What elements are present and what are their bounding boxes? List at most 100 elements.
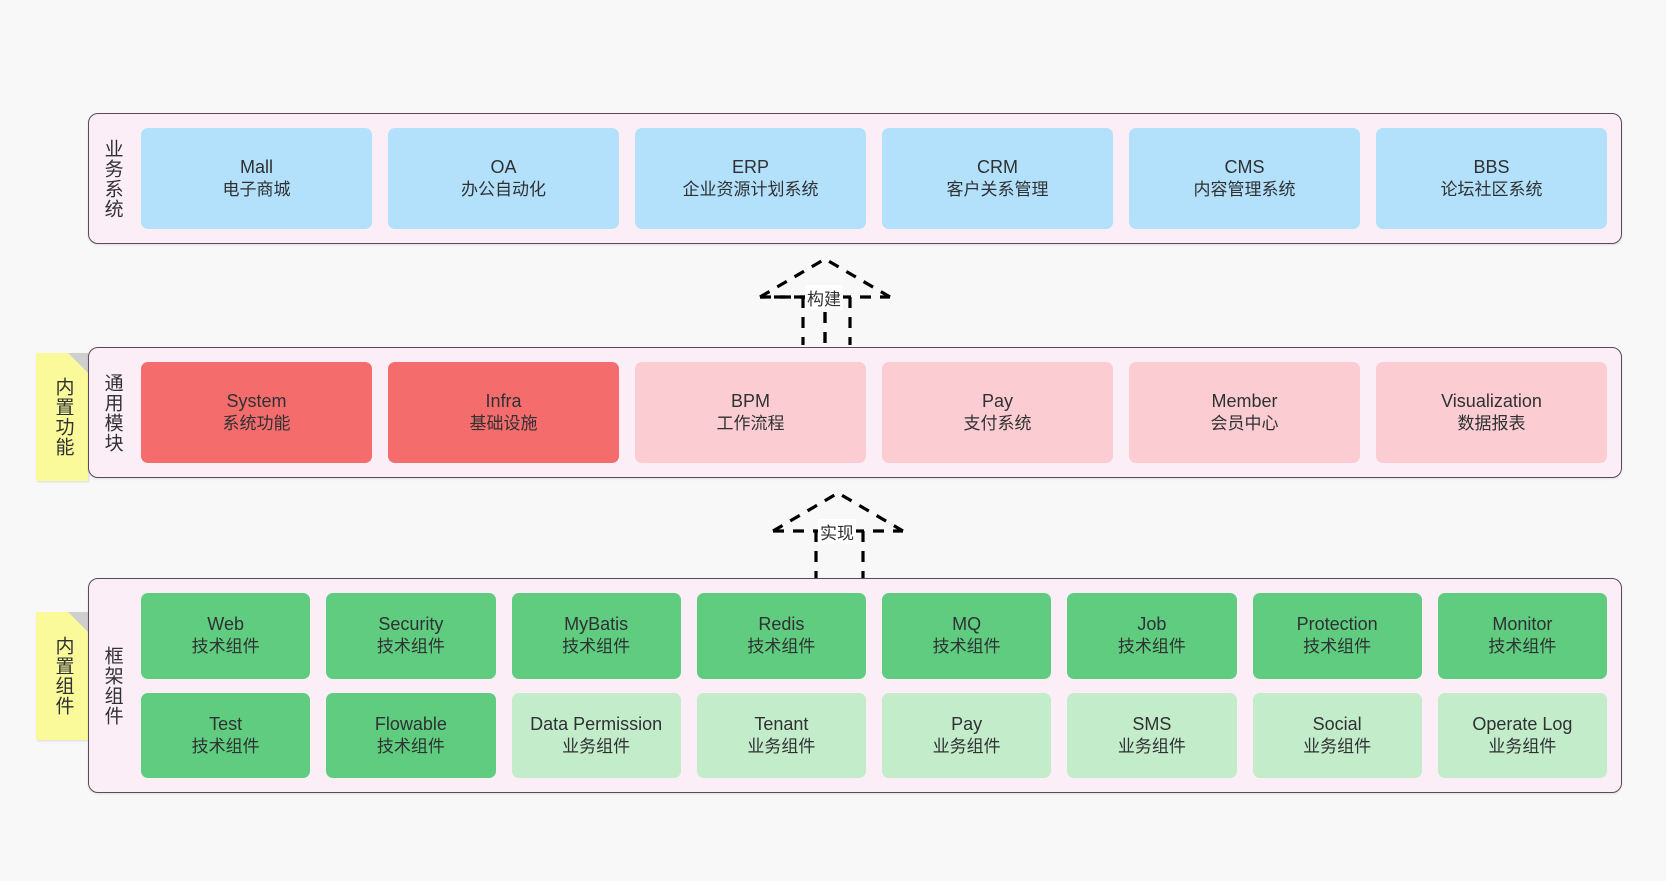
card-subtitle: 办公自动化 [461, 180, 546, 200]
connector-label-build: 构建 [805, 285, 843, 310]
card-subtitle: 系统功能 [222, 414, 291, 434]
card-redis[interactable]: Redis 技术组件 [696, 593, 866, 679]
card-title: MQ [952, 614, 982, 634]
card-title: Pay [951, 713, 983, 734]
card-subtitle: 技术组件 [376, 736, 445, 756]
card-title: Redis [758, 614, 805, 634]
card-title: SMS [1132, 713, 1172, 734]
card-title: OA [490, 156, 517, 177]
card-social[interactable]: Social 业务组件 [1252, 692, 1422, 778]
connector-build: 构建 [755, 255, 905, 345]
card-row: System 系统功能 Infra 基础设施 BPM 工作流程 Pay 支付系统… [141, 362, 1607, 463]
card-infra[interactable]: Infra 基础设施 [388, 362, 619, 463]
card-subtitle: 业务组件 [1117, 736, 1186, 756]
note-fold-corner [68, 612, 88, 632]
card-tenant[interactable]: Tenant 业务组件 [696, 692, 866, 778]
card-title: Infra [485, 390, 522, 411]
layer-title-common-modules: 通用模块 [101, 372, 123, 453]
card-row: Mall 电子商城 OA 办公自动化 ERP 企业资源计划系统 CRM 客户关系… [141, 128, 1607, 229]
connector-label-implement: 实现 [818, 519, 856, 544]
card-subtitle: 技术组件 [1117, 637, 1186, 657]
card-oa[interactable]: OA 办公自动化 [388, 128, 619, 229]
card-title: Member [1211, 390, 1278, 411]
card-subtitle: 技术组件 [932, 637, 1001, 657]
card-subtitle: 业务组件 [932, 736, 1001, 756]
card-test[interactable]: Test 技术组件 [141, 692, 311, 778]
card-grid-common-modules: System 系统功能 Infra 基础设施 BPM 工作流程 Pay 支付系统… [135, 348, 1621, 477]
card-title: BPM [730, 390, 770, 411]
layer-common-modules: 通用模块 System 系统功能 Infra 基础设施 BPM 工作流程 Pay… [88, 347, 1622, 478]
card-subtitle: 技术组件 [376, 637, 445, 657]
card-mq[interactable]: MQ 技术组件 [882, 593, 1052, 679]
card-title: Web [207, 614, 244, 634]
card-subtitle: 支付系统 [963, 414, 1032, 434]
card-subtitle: 业务组件 [1488, 736, 1557, 756]
card-operate-log[interactable]: Operate Log 业务组件 [1437, 692, 1607, 778]
card-monitor[interactable]: Monitor 技术组件 [1437, 593, 1607, 679]
card-title: CMS [1224, 156, 1265, 177]
layer-title-business-systems: 业务系统 [101, 138, 123, 219]
card-title: BBS [1473, 156, 1510, 177]
card-system[interactable]: System 系统功能 [141, 362, 372, 463]
card-subtitle: 企业资源计划系统 [682, 180, 819, 200]
card-flowable[interactable]: Flowable 技术组件 [326, 692, 496, 778]
card-title: Mall [239, 156, 273, 177]
card-title: Job [1137, 614, 1167, 634]
card-title: Data Permission [530, 713, 663, 734]
card-title: ERP [731, 156, 769, 177]
layer-framework-components: 框架组件 Web 技术组件 Security 技术组件 MyBatis 技术组件… [88, 578, 1622, 793]
card-visualization[interactable]: Visualization 数据报表 [1376, 362, 1607, 463]
card-title: Pay [981, 390, 1014, 411]
card-job[interactable]: Job 技术组件 [1067, 593, 1237, 679]
card-subtitle: 内容管理系统 [1193, 180, 1296, 200]
card-title: System [226, 390, 287, 411]
card-title: Security [378, 614, 444, 634]
note-label: 内置功能 [52, 377, 74, 457]
card-erp[interactable]: ERP 企业资源计划系统 [635, 128, 866, 229]
card-crm[interactable]: CRM 客户关系管理 [882, 128, 1113, 229]
card-mall[interactable]: Mall 电子商城 [141, 128, 372, 229]
card-subtitle: 技术组件 [747, 637, 816, 657]
card-pay-component[interactable]: Pay 业务组件 [882, 692, 1052, 778]
card-security[interactable]: Security 技术组件 [326, 593, 496, 679]
card-member[interactable]: Member 会员中心 [1129, 362, 1360, 463]
card-title: Protection [1296, 614, 1378, 634]
card-subtitle: 数据报表 [1457, 414, 1526, 434]
layer-business-systems: 业务系统 Mall 电子商城 OA 办公自动化 ERP 企业资源计划系统 CRM… [88, 113, 1622, 244]
sticky-note-builtin-features: 内置功能 [36, 353, 88, 481]
card-subtitle: 客户关系管理 [946, 180, 1049, 200]
card-subtitle: 技术组件 [1303, 637, 1372, 657]
card-subtitle: 技术组件 [562, 637, 631, 657]
card-title: Social [1312, 713, 1362, 734]
card-subtitle: 工作流程 [716, 414, 785, 434]
card-subtitle: 论坛社区系统 [1440, 180, 1543, 200]
card-bpm[interactable]: BPM 工作流程 [635, 362, 866, 463]
card-subtitle: 技术组件 [191, 637, 260, 657]
card-row-technical: Web 技术组件 Security 技术组件 MyBatis 技术组件 Redi… [141, 593, 1607, 679]
connector-implement: 实现 [768, 489, 918, 579]
sticky-note-builtin-components: 内置组件 [36, 612, 88, 740]
card-subtitle: 会员中心 [1210, 414, 1279, 434]
card-mybatis[interactable]: MyBatis 技术组件 [511, 593, 681, 679]
card-title: Monitor [1492, 614, 1553, 634]
card-sms[interactable]: SMS 业务组件 [1067, 692, 1237, 778]
card-title: Visualization [1441, 390, 1542, 411]
card-subtitle: 电子商城 [222, 180, 291, 200]
card-subtitle: 技术组件 [1488, 637, 1557, 657]
card-grid-framework-components: Web 技术组件 Security 技术组件 MyBatis 技术组件 Redi… [135, 579, 1621, 792]
card-cms[interactable]: CMS 内容管理系统 [1129, 128, 1360, 229]
card-data-permission[interactable]: Data Permission 业务组件 [511, 692, 681, 778]
card-subtitle: 业务组件 [562, 736, 631, 756]
card-title: Test [209, 713, 243, 734]
card-web[interactable]: Web 技术组件 [141, 593, 311, 679]
card-protection[interactable]: Protection 技术组件 [1252, 593, 1422, 679]
card-title: CRM [977, 156, 1018, 177]
card-pay-module[interactable]: Pay 支付系统 [882, 362, 1113, 463]
card-title: Flowable [374, 713, 447, 734]
card-subtitle: 业务组件 [747, 736, 816, 756]
note-label: 内置组件 [52, 636, 74, 716]
card-title: Tenant [754, 713, 809, 734]
card-bbs[interactable]: BBS 论坛社区系统 [1376, 128, 1607, 229]
card-row-business: Test 技术组件 Flowable 技术组件 Data Permission … [141, 692, 1607, 778]
